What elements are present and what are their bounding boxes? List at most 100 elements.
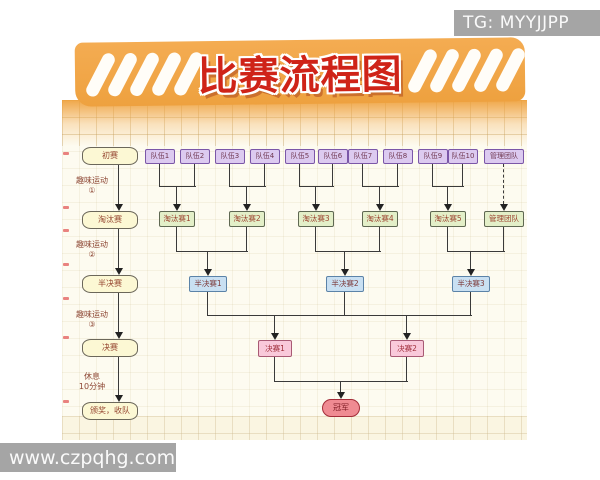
management-group-node: 管理团队 [484, 211, 524, 227]
stage-annotation: 休息 10分钟 [78, 372, 106, 392]
margin-tick-icon [63, 229, 69, 232]
elimination-node: 淘汰赛5 [430, 211, 466, 227]
connector-line [406, 357, 407, 381]
connector-line [332, 164, 333, 186]
connector-line [379, 186, 380, 205]
final-node: 决赛1 [258, 340, 292, 357]
connector-line [432, 164, 433, 186]
connector-line [229, 164, 230, 186]
connector-line [503, 164, 504, 204]
elimination-node: 淘汰赛3 [298, 211, 334, 227]
connector-line [264, 164, 265, 186]
team-node: 队伍4 [250, 149, 280, 164]
elimination-node: 淘汰赛4 [362, 211, 398, 227]
connector-line [159, 186, 196, 187]
connector-line [299, 164, 300, 186]
margin-tick-icon [63, 152, 69, 155]
team-node: 队伍10 [448, 149, 478, 164]
connector-line [462, 164, 463, 186]
arrowhead-icon [172, 204, 181, 211]
arrowhead-icon [270, 333, 279, 340]
connector-line [362, 186, 399, 187]
arrowhead-icon [203, 269, 212, 276]
arrowhead-icon [114, 332, 123, 339]
arrowhead-icon [242, 204, 251, 211]
connector-line [176, 251, 248, 252]
connector-line [344, 292, 345, 315]
connector-line [246, 227, 247, 251]
connector-line [470, 292, 471, 315]
watermark-bottom-left: www.czpqhg.com [0, 443, 176, 472]
watermark-bottom-text: www.czpqhg.com [9, 446, 176, 469]
connector-line [118, 165, 119, 205]
connector-line [344, 251, 345, 270]
semifinal-node: 半决赛2 [326, 276, 364, 292]
final-node: 决赛2 [390, 340, 424, 357]
paper-grid-top [62, 100, 527, 146]
arrowhead-icon [114, 204, 123, 211]
stage-node: 淘汰赛 [82, 211, 138, 229]
champion-node: 冠军 [322, 399, 360, 417]
connector-line [176, 227, 177, 251]
connector-line [207, 251, 208, 270]
connector-line [447, 186, 448, 205]
semifinal-node: 半决赛1 [189, 276, 227, 292]
connector-line [274, 381, 408, 382]
connector-line [118, 357, 119, 396]
team-node: 队伍6 [318, 149, 348, 164]
team-node: 队伍8 [383, 149, 413, 164]
connector-line [274, 315, 275, 334]
connector-line [118, 229, 119, 269]
connector-line [194, 164, 195, 186]
connector-line [274, 357, 275, 381]
connector-line [379, 227, 380, 251]
margin-tick-icon [63, 336, 69, 339]
arrowhead-icon [375, 204, 384, 211]
arrowhead-icon [311, 204, 320, 211]
connector-line [315, 251, 381, 252]
margin-tick-icon [63, 400, 69, 403]
connector-line [176, 186, 177, 205]
team-node: 队伍1 [145, 149, 175, 164]
connector-line [447, 227, 448, 251]
elimination-node: 淘汰赛2 [229, 211, 265, 227]
arrowhead-icon [499, 204, 508, 211]
management-team-node: 管理团队 [484, 149, 524, 164]
connector-line [207, 315, 472, 316]
paper-grid-bottom [62, 416, 527, 440]
arrowhead-icon [114, 268, 123, 275]
connector-line [315, 227, 316, 251]
connector-line [299, 186, 334, 187]
stage-annotation: 趣味运动 ① [76, 176, 108, 196]
watermark-top-text: TG: MYYJJPP [463, 13, 570, 33]
arrowhead-icon [340, 269, 349, 276]
connector-line [246, 186, 247, 205]
elimination-node: 淘汰赛1 [159, 211, 195, 227]
connector-line [397, 164, 398, 186]
connector-line [207, 292, 208, 315]
stage-node: 决赛 [82, 339, 138, 357]
connector-line [470, 251, 471, 270]
connector-line [118, 293, 119, 333]
connector-line [503, 227, 504, 251]
connector-line [340, 381, 341, 393]
margin-tick-icon [63, 263, 69, 266]
margin-tick-icon [63, 206, 69, 209]
connector-line [159, 164, 160, 186]
team-node: 队伍3 [215, 149, 245, 164]
team-node: 队伍7 [348, 149, 378, 164]
connector-line [432, 186, 464, 187]
arrowhead-icon [114, 395, 123, 402]
arrowhead-icon [402, 333, 411, 340]
stage-node: 初赛 [82, 147, 138, 165]
stage-annotation: 趣味运动 ③ [76, 310, 108, 330]
team-node: 队伍2 [180, 149, 210, 164]
watermark-top-right: TG: MYYJJPP [454, 10, 600, 36]
connector-line [315, 186, 316, 205]
stage-node: 半决赛 [82, 275, 138, 293]
connector-line [229, 186, 266, 187]
connector-line [447, 251, 505, 252]
stage-node: 颁奖，收队 [82, 402, 138, 420]
semifinal-node: 半决赛3 [452, 276, 490, 292]
